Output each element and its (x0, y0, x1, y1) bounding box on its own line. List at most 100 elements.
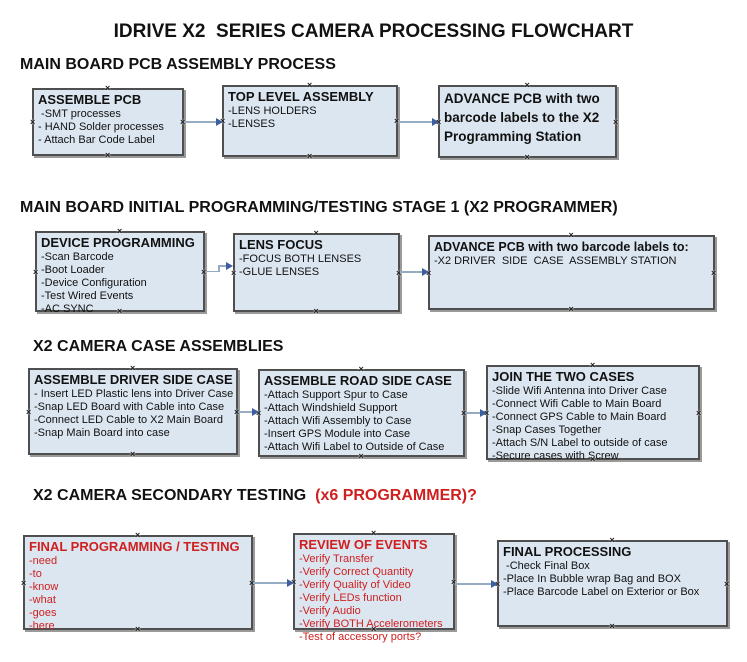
section-heading-suffix: (x6 PROGRAMMER)? (310, 487, 477, 504)
box-item: - HAND Solder processes (38, 121, 164, 133)
arrow-head-icon (216, 118, 223, 126)
anchor-handle-icon: × (26, 406, 32, 417)
anchor-handle-icon: × (130, 449, 136, 459)
arrow-line (455, 583, 493, 585)
box-item: -Place Barcode Label on Exterior or Box (503, 586, 700, 598)
box-item: -AC SYNC (41, 303, 94, 315)
box-title: ADVANCE PCB with two barcode labels to: (434, 240, 689, 254)
arrow-head-icon (252, 408, 259, 416)
box-item: -Verify LEDs function (299, 592, 402, 604)
box-item: -Attach Windshield Support (264, 402, 398, 414)
flow-connector (238, 408, 259, 416)
anchor-handle-icon: × (358, 364, 364, 374)
box-item: -Attach Wifi Label to Outside of Case (264, 441, 445, 453)
anchor-handle-icon: × (524, 152, 530, 162)
anchor-handle-icon: × (135, 530, 141, 540)
flow-connector (253, 579, 294, 587)
box-advance-pcb-to-programming-station: ADVANCE PCB with two barcode labels to t… (436, 81, 619, 162)
box-title: ASSEMBLE ROAD SIDE CASE (264, 373, 452, 388)
box-title: ADVANCE PCB with two barcode labels to t… (444, 91, 600, 144)
flow-connector (398, 118, 439, 126)
arrow-line (205, 270, 219, 272)
box-item: -GLUE LENSES (239, 266, 320, 278)
anchor-handle-icon: × (696, 407, 702, 418)
box-item: -Check Final Box (503, 560, 590, 572)
arrow-head-icon (287, 579, 294, 587)
anchor-handle-icon: × (21, 577, 27, 588)
box-join-the-two-cases: JOIN THE TWO CASES -Slide Wifi Antenna i… (484, 361, 702, 464)
box-item: -Boot Loader (41, 264, 105, 276)
box-final-processing: FINAL PROCESSING -Check Final Box -Place… (495, 536, 730, 631)
box-item: -Verify BOTH Accelerometers (299, 618, 443, 630)
box-review-of-events: REVIEW OF EVENTS -Verify Transfer -Verif… (291, 529, 456, 644)
arrow-line (218, 265, 220, 272)
anchor-handle-icon: × (117, 226, 123, 236)
box-item: -Scan Barcode (41, 251, 114, 263)
anchor-handle-icon: × (30, 117, 36, 127)
box-item: -Snap Main Board into case (34, 427, 170, 439)
anchor-handle-icon: × (130, 363, 136, 373)
flow-connector (400, 268, 429, 276)
arrow-line (184, 121, 218, 123)
box-item: -X2 DRIVER SIDE CASE ASSEMBLY STATION (434, 255, 677, 267)
arrow-head-icon (422, 268, 429, 276)
box-item: -goes (29, 607, 57, 619)
box-title: LENS FOCUS (239, 237, 323, 252)
arrow-line (398, 121, 434, 123)
section-heading-initial-programming: MAIN BOARD INITIAL PROGRAMMING/TESTING S… (20, 199, 618, 217)
arrow-line (465, 412, 482, 414)
box-final-programming-testing: FINAL PROGRAMMING / TESTING -need -to -k… (21, 531, 254, 634)
anchor-handle-icon: × (307, 80, 313, 90)
box-item: -what (29, 594, 56, 606)
anchor-handle-icon: × (105, 83, 111, 93)
arrow-line (400, 271, 424, 273)
box-item: - Insert LED Plastic lens into Driver Ca… (34, 388, 234, 400)
anchor-handle-icon: × (711, 267, 717, 278)
page-title: IDRIVE X2 SERIES CAMERA PROCESSING FLOWC… (113, 21, 634, 42)
section-heading-text: X2 CAMERA SECONDARY TESTING (33, 487, 311, 504)
box-item: -Slide Wifi Antenna into Driver Case (492, 385, 667, 397)
box-item: -Verify Transfer (299, 553, 374, 565)
section-heading-case-assemblies: X2 CAMERA CASE ASSEMBLIES (33, 338, 283, 356)
anchor-handle-icon: × (371, 528, 377, 538)
box-item: -Test Wired Events (41, 290, 134, 302)
box-title: DEVICE PROGRAMMING (41, 235, 195, 250)
box-title: FINAL PROGRAMMING / TESTING (29, 539, 240, 554)
section-heading-text: X2 CAMERA CASE ASSEMBLIES (33, 338, 284, 355)
section-heading-text: MAIN BOARD PCB ASSEMBLY PROCESS (20, 56, 336, 73)
anchor-handle-icon: × (724, 578, 730, 589)
anchor-handle-icon: × (313, 228, 319, 238)
box-item: -SMT processes (38, 108, 121, 120)
box-item: -Place In Bubble wrap Bag and BOX (503, 573, 681, 585)
box-item: -Device Configuration (41, 277, 147, 289)
box-assemble-driver-side-case: ASSEMBLE DRIVER SIDE CASE - Insert LED P… (26, 364, 239, 459)
anchor-handle-icon: × (33, 266, 39, 277)
section-heading-pcb-assembly: MAIN BOARD PCB ASSEMBLY PROCESS (20, 56, 336, 74)
box-item: -Test of accessory ports? (299, 631, 422, 643)
box-item: -Insert GPS Module into Case (264, 428, 411, 440)
flow-connector (184, 118, 223, 126)
box-title: JOIN THE TWO CASES (492, 369, 635, 384)
anchor-handle-icon: × (613, 116, 619, 127)
box-title: FINAL PROCESSING (503, 544, 632, 559)
anchor-handle-icon: × (609, 621, 615, 631)
box-assemble-pcb: ASSEMBLE PCB -SMT processes - HAND Solde… (30, 84, 185, 160)
box-item: -Connect LED Cable to X2 Main Board (34, 414, 223, 426)
box-item: -need (29, 555, 58, 567)
box-item: -Verify Audio (299, 605, 361, 617)
flow-connector (465, 409, 487, 417)
anchor-handle-icon: × (568, 230, 574, 240)
box-title: TOP LEVEL ASSEMBLY (228, 89, 374, 104)
arrow-line (218, 265, 228, 267)
arrow-head-icon (226, 261, 233, 270)
anchor-handle-icon: × (307, 151, 313, 161)
arrow-head-icon (491, 580, 498, 588)
box-item: -Attach Support Spur to Case (264, 389, 408, 401)
box-item: -Connect GPS Cable to Main Board (492, 411, 667, 423)
box-item: -Secure cases with Screw (492, 450, 619, 462)
anchor-handle-icon: × (524, 80, 530, 90)
box-item: -to (29, 568, 42, 580)
arrow-head-icon (432, 118, 439, 126)
anchor-handle-icon: × (568, 304, 574, 314)
